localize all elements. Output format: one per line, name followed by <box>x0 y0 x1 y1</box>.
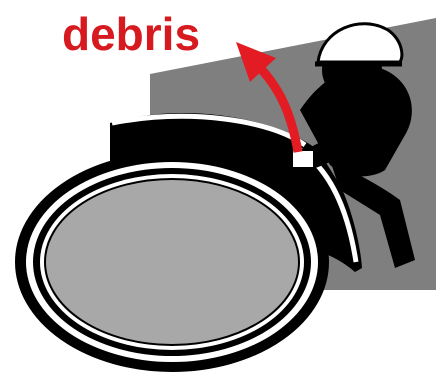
oval-pit-icon <box>45 179 299 345</box>
debris-label: debris <box>62 8 200 60</box>
